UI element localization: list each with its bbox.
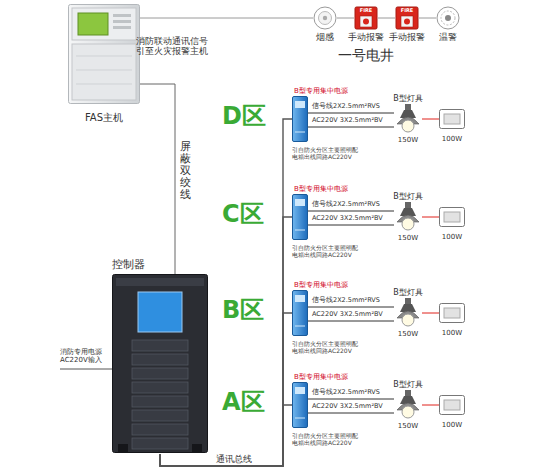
host-name: FAS主机	[68, 112, 140, 124]
b-type-lamp	[394, 298, 422, 328]
node-outlet: 100W	[436, 293, 468, 337]
node-outlet: 100W	[436, 99, 468, 143]
wattage: 150W	[386, 330, 430, 338]
wattage: 150W	[386, 234, 430, 242]
signal-wire	[337, 18, 354, 19]
central-power-supply	[292, 382, 308, 428]
lamp-wire	[422, 405, 439, 406]
zone-label: D区	[222, 102, 266, 131]
power-input-note: 消防专用电源 AC220V输入	[60, 348, 116, 365]
lamp-title: B型灯具	[386, 288, 430, 298]
wire-label: 信号线2X2.5mm²RVS	[312, 297, 380, 305]
shaft-title: 一号电井	[338, 47, 394, 64]
wattage: 150W	[386, 136, 430, 144]
node-ctrl: 控制器	[112, 258, 208, 454]
power-supply-title: B型专用集中电源	[290, 86, 352, 96]
node-outlet: 100W	[436, 385, 468, 429]
node-psu: B型专用集中电源	[290, 280, 352, 336]
signal-wire	[308, 113, 394, 114]
wattage: 100W	[436, 233, 468, 241]
lamp-title: B型灯具	[386, 380, 430, 390]
signal-wire	[308, 399, 394, 400]
b-type-lamp-panel	[439, 207, 465, 227]
lamp-title: B型灯具	[386, 94, 430, 104]
node-lamp: B型灯具 150W	[386, 94, 430, 144]
node-lamp: B型灯具 150W	[386, 288, 430, 338]
signal-wire	[378, 18, 395, 19]
heat-detector	[436, 6, 460, 30]
wattage: 150W	[386, 422, 430, 430]
signal-wire	[140, 18, 313, 19]
b-type-lamp-panel	[439, 109, 465, 129]
central-power-supply	[292, 96, 308, 142]
node-psu: B型专用集中电源	[290, 372, 352, 428]
signal-wire	[308, 321, 394, 322]
device-name: 手动报警	[388, 32, 426, 42]
note-text: 消防联动通讯信号 引至火灾报警主机	[136, 36, 212, 56]
lamp-title: B型灯具	[386, 192, 430, 202]
node-psu: B型专用集中电源	[290, 184, 352, 240]
node-outlet: 100W	[436, 197, 468, 241]
wire-label: AC220V 3X2.5mm²BV	[312, 117, 383, 125]
central-power-supply	[292, 194, 308, 240]
wire-label: 屏蔽双绞线	[180, 140, 191, 202]
zone-label: C区	[222, 200, 264, 229]
lamp-wire	[422, 119, 439, 120]
node-lamp: B型灯具 150W	[386, 380, 430, 430]
node-fas: FAS主机	[68, 4, 140, 124]
source-note: 引自防火分区主要照明配电箱出线回路AC220V	[292, 432, 358, 446]
wire-label: AC220V 3X2.5mm²BV	[312, 215, 383, 223]
smoke-detector	[313, 6, 337, 30]
power-supply-title: B型专用集中电源	[290, 372, 352, 382]
lamp-wire	[422, 217, 439, 218]
central-power-supply	[292, 290, 308, 336]
zone-label: B区	[222, 296, 264, 325]
manual-alarm-button: FIRE	[354, 6, 378, 30]
device-name: 烟感	[306, 32, 344, 42]
node-smoke: 烟感	[306, 6, 344, 42]
fas-host-cabinet	[68, 4, 140, 104]
device-name: 手动报警	[347, 32, 385, 42]
signal-wire	[308, 413, 394, 414]
signal-wire	[308, 225, 394, 226]
panel-marking: FIRE	[354, 8, 378, 13]
node-manual: FIRE 手动报警	[388, 6, 426, 42]
device-name: 温警	[429, 32, 467, 42]
power-supply-title: B型专用集中电源	[290, 184, 352, 194]
b-type-lamp	[394, 104, 422, 134]
source-note: 引自防火分区主要照明配电箱出线回路AC220V	[292, 146, 358, 160]
wattage: 100W	[436, 135, 468, 143]
node-manual: FIRE 手动报警	[347, 6, 385, 42]
signal-wire	[308, 127, 394, 128]
source-note: 引自防火分区主要照明配电箱出线回路AC220V	[292, 340, 358, 354]
b-type-lamp	[394, 202, 422, 232]
controller-cabinet	[112, 274, 208, 454]
wire-label: AC220V 3X2.5mm²BV	[312, 403, 383, 411]
signal-wire	[308, 307, 394, 308]
power-supply-title: B型专用集中电源	[290, 280, 352, 290]
signal-wire	[419, 18, 436, 19]
b-type-lamp-panel	[439, 303, 465, 323]
wire-label: 信号线2X2.5mm²RVS	[312, 201, 380, 209]
controller-title: 控制器	[112, 258, 208, 274]
b-type-lamp	[394, 390, 422, 420]
node-temp: 温警	[429, 6, 467, 42]
wire-label: 通讯总线	[216, 454, 252, 465]
manual-alarm-button: FIRE	[395, 6, 419, 30]
wire-label: AC220V 3X2.5mm²BV	[312, 311, 383, 319]
b-type-lamp-panel	[439, 395, 465, 415]
wattage: 100W	[436, 421, 468, 429]
source-note: 引自防火分区主要照明配电箱出线回路AC220V	[292, 244, 358, 258]
wire-label: 信号线2X2.5mm²RVS	[312, 389, 380, 397]
lamp-wire	[422, 313, 439, 314]
panel-marking: FIRE	[395, 8, 419, 13]
zone-label: A区	[222, 388, 265, 417]
power-input-wire	[60, 369, 112, 370]
wire-label: 信号线2X2.5mm²RVS	[312, 103, 380, 111]
node-psu: B型专用集中电源	[290, 86, 352, 142]
node-lamp: B型灯具 150W	[386, 192, 430, 242]
signal-wire	[308, 211, 394, 212]
signal-wire	[140, 84, 175, 274]
wattage: 100W	[436, 329, 468, 337]
